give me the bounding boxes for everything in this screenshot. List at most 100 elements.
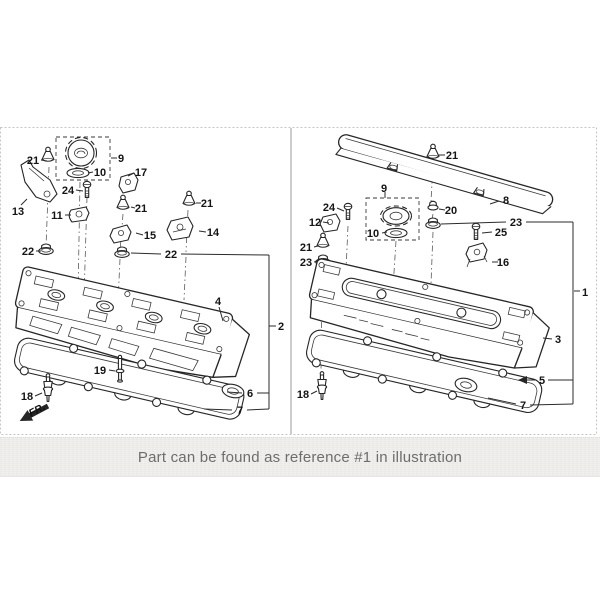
assembly-group-lines <box>268 222 574 409</box>
part-6-gasket <box>13 337 245 420</box>
callout-label-13: 13 <box>12 206 24 218</box>
callout-21-leader <box>130 206 136 209</box>
part-21-grommet <box>426 143 440 159</box>
callout-label-6: 6 <box>247 388 253 400</box>
callout-14-leader <box>198 230 207 233</box>
part-20-seal <box>427 200 439 211</box>
part-8-plug-cover <box>335 134 554 215</box>
callout-7-leader <box>203 408 233 411</box>
part-23-nut <box>425 217 441 229</box>
callout-label-23: 23 <box>510 217 522 229</box>
part-16-bracket <box>465 242 488 268</box>
callout-label-7: 7 <box>520 400 526 412</box>
callout-17-leader <box>127 172 135 177</box>
fr-arrow-label: FR. <box>27 401 48 420</box>
caption-bar: Part can be found as reference #1 in ill… <box>0 437 600 477</box>
callout-label-21: 21 <box>135 203 147 215</box>
callout-label-10: 10 <box>94 167 106 179</box>
callout-4-leader <box>218 306 224 322</box>
fr-arrow-icon <box>19 403 50 422</box>
part-12-bracket <box>319 213 341 233</box>
callout-7-leader <box>529 403 574 406</box>
callout-label-19: 19 <box>94 365 106 377</box>
part-22-seal <box>38 243 54 255</box>
part-11-bracket <box>68 206 90 223</box>
caption-text: Part can be found as reference #1 in ill… <box>137 448 463 466</box>
part-9-oil-cap <box>379 205 413 227</box>
part-15-bracket <box>109 224 132 244</box>
part-24-bolt <box>343 202 353 221</box>
left-seal-ring <box>221 383 245 399</box>
callout-13-leader <box>20 198 28 206</box>
callout-22-leader <box>130 252 162 255</box>
callout-label-9: 9 <box>381 183 387 195</box>
callout-18-leader <box>34 392 43 397</box>
callout-21-leader <box>40 159 48 162</box>
callout-5-arrowhead <box>518 376 527 384</box>
callout-label-24: 24 <box>323 202 336 214</box>
callout-label-3: 3 <box>555 334 561 346</box>
callout-label-2: 2 <box>278 321 284 333</box>
callout-label-5: 5 <box>539 375 545 387</box>
part-9-dashed-box <box>365 197 420 241</box>
callout-3-leader <box>542 337 553 340</box>
callout-8-leader <box>489 200 500 205</box>
part-21-grommet <box>316 232 330 248</box>
part-10-washer <box>384 227 408 239</box>
callout-label-22: 22 <box>22 246 34 258</box>
callout-24-leader <box>336 207 345 212</box>
callout-label-7: 7 <box>237 405 243 417</box>
callout-label-10: 10 <box>367 228 379 240</box>
part-25-bolt <box>471 222 481 241</box>
callout-label-12: 12 <box>309 217 321 229</box>
callout-label-20: 20 <box>445 205 457 217</box>
callout-15-leader <box>135 232 144 236</box>
callout-7-leader <box>487 397 517 405</box>
callout-10-leader <box>381 231 388 234</box>
part-5-gasket <box>305 329 543 414</box>
part-21-grommet <box>41 146 55 162</box>
callout-12-leader <box>322 221 330 224</box>
part-24-bolt <box>82 180 92 199</box>
callout-label-23: 23 <box>300 257 312 269</box>
part-21-grommet <box>182 190 196 206</box>
callout-20-leader <box>438 208 446 211</box>
part-18-spark-plug <box>316 371 328 401</box>
part-9-oil-cap <box>64 136 98 170</box>
callout-label-11: 11 <box>51 210 63 222</box>
callout-label-14: 14 <box>207 227 220 239</box>
callout-label-22: 22 <box>165 249 177 261</box>
callout-label-16: 16 <box>497 257 509 269</box>
part-10-washer <box>66 167 90 179</box>
callout-label-17: 17 <box>135 167 147 179</box>
callout-label-21: 21 <box>446 150 458 162</box>
part-14-bracket <box>166 216 194 241</box>
right-panel-art <box>305 134 554 414</box>
right-seal-ring <box>454 377 478 393</box>
callout-label-4: 4 <box>215 296 222 308</box>
fr-direction-arrow: FR. <box>19 401 50 422</box>
callout-19-leader <box>108 369 116 372</box>
callout-23-leader <box>440 221 507 225</box>
illustration-frame <box>0 127 597 435</box>
part-3-cylinder-head-cover <box>308 258 550 369</box>
callout-18-leader <box>310 390 318 395</box>
callout-10-leader <box>87 171 94 174</box>
callout-label-21: 21 <box>201 198 213 210</box>
part-4-cylinder-head-cover <box>14 266 251 378</box>
callout-7-leader <box>246 408 270 411</box>
part-21-grommet <box>116 194 130 210</box>
left-panel-art <box>13 136 251 420</box>
part-13-bracket <box>20 159 58 203</box>
callout-label-18: 18 <box>297 389 309 401</box>
callout-label-15: 15 <box>144 230 156 242</box>
callout-label-24: 24 <box>62 185 75 197</box>
callout-23-leader <box>313 260 319 263</box>
callout-25-leader <box>481 231 493 234</box>
callout-22-leader <box>180 253 270 256</box>
callout-6-leader <box>226 391 243 394</box>
callout-24-leader <box>75 189 84 192</box>
